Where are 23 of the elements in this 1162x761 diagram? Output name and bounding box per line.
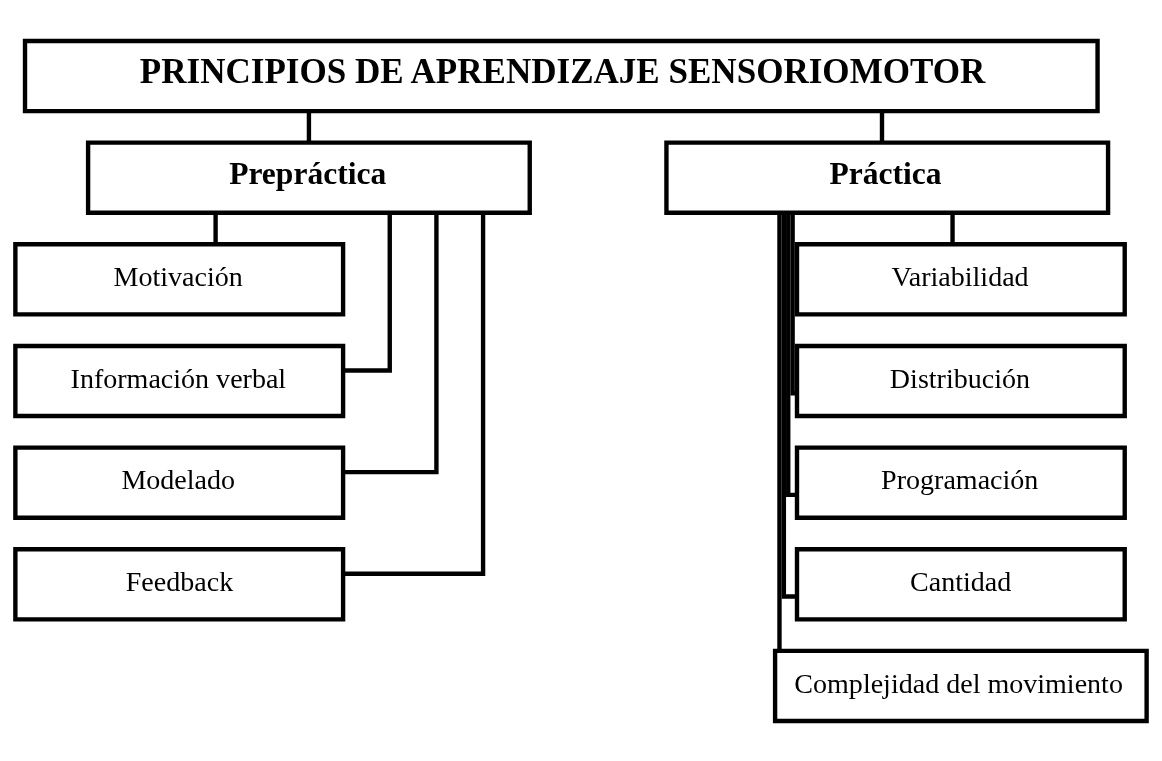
node-box: Motivación xyxy=(13,241,346,317)
node-box: Distribución xyxy=(794,343,1127,418)
connector xyxy=(790,212,797,395)
node-box: Modelado xyxy=(13,444,346,520)
connector xyxy=(343,212,392,373)
node-box: Práctica xyxy=(664,139,1111,215)
connector xyxy=(343,212,486,576)
node-box: Feedback xyxy=(13,546,346,622)
node-box: Complejidad del movimiento xyxy=(772,648,1149,723)
node-box: Cantidad xyxy=(794,546,1127,622)
connector xyxy=(950,212,955,244)
connector xyxy=(879,111,885,142)
node-box: Prepráctica xyxy=(85,139,532,215)
connector xyxy=(213,212,218,244)
node-box: Información verbal xyxy=(13,343,346,418)
node-box: Variabilidad xyxy=(794,241,1127,317)
connector xyxy=(306,111,312,142)
connector xyxy=(343,212,439,474)
connector xyxy=(781,212,797,599)
connector xyxy=(777,212,782,650)
node-box: Programación xyxy=(794,444,1127,520)
connector xyxy=(786,212,797,497)
node-box: PRINCIPIOS DE APRENDIZAJE SENSORIOMOTOR xyxy=(22,38,1100,113)
